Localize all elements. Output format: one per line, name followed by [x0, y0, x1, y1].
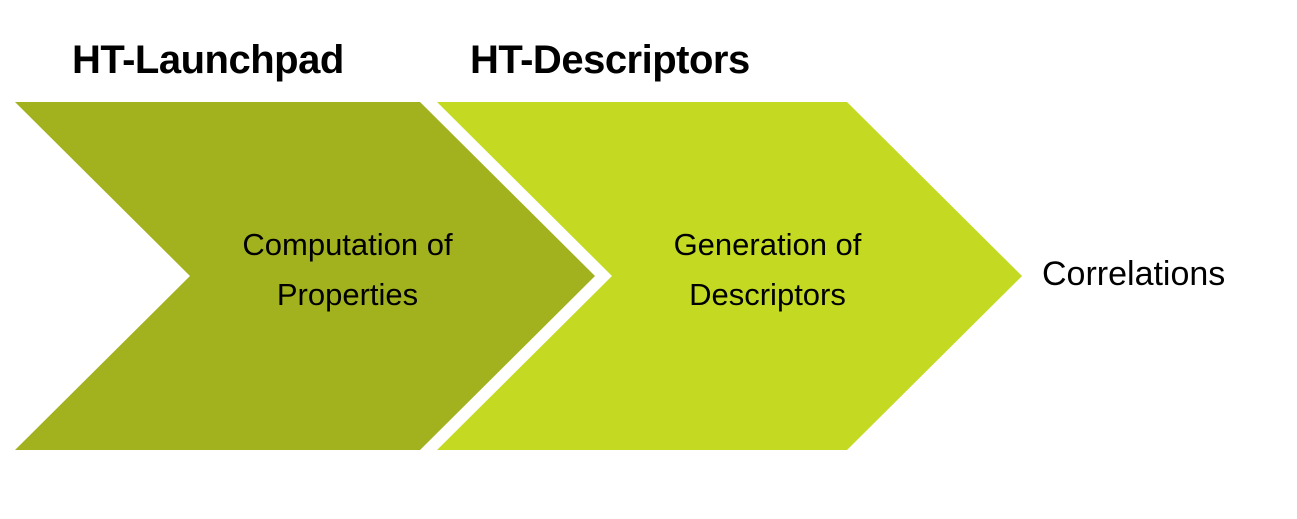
- chevron-step-2: [437, 102, 1022, 450]
- chevron-step-1: [15, 102, 595, 450]
- step-1-line1: Computation of: [242, 227, 453, 262]
- header-ht-launchpad: HT-Launchpad: [72, 38, 344, 82]
- step-2-line1: Generation of: [673, 227, 862, 262]
- step-2-label: Generation of Descriptors: [630, 220, 905, 320]
- step-1-label: Computation of Properties: [205, 220, 490, 320]
- header-ht-descriptors: HT-Descriptors: [470, 38, 750, 82]
- step-2-line2: Descriptors: [689, 277, 846, 312]
- step-1-line2: Properties: [276, 277, 419, 312]
- outcome-correlations: Correlations: [1042, 255, 1226, 293]
